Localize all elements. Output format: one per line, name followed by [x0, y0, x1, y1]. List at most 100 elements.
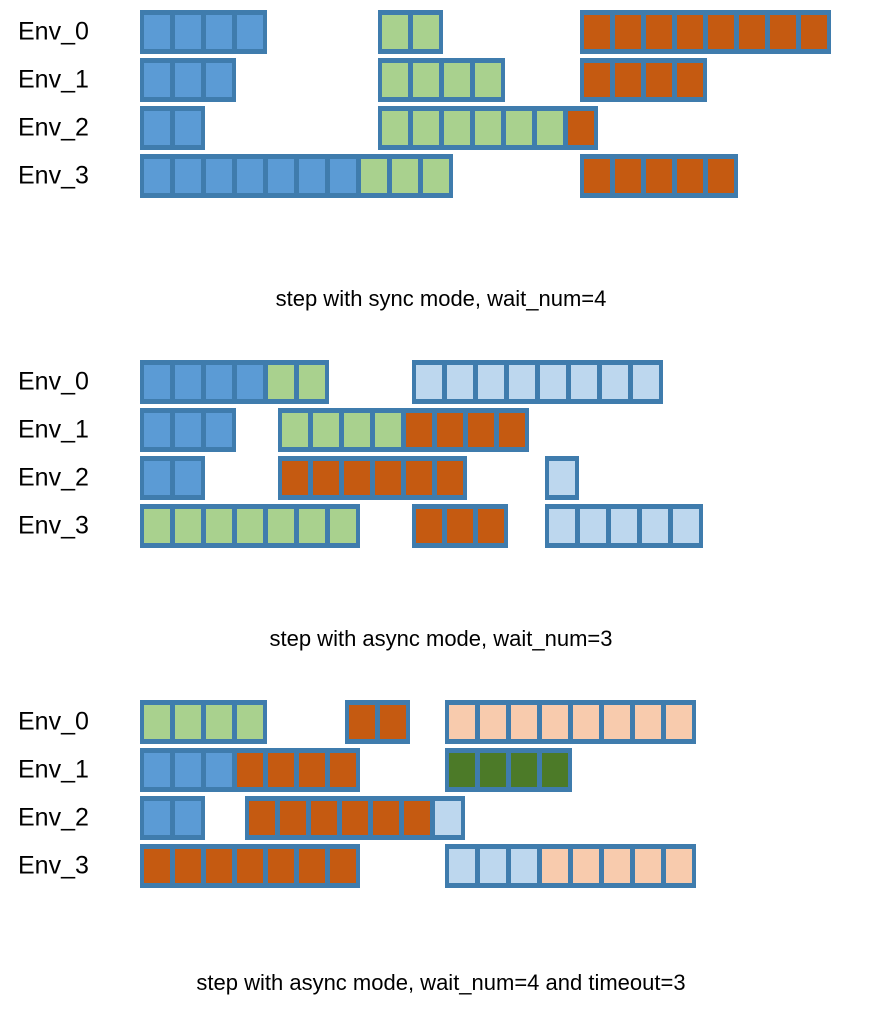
timeline-cell-blue: [144, 159, 170, 193]
timeline-cell-blue: [330, 159, 356, 193]
caption-panel-sync-wrap: step with sync mode, wait_num=4: [0, 288, 882, 310]
timeline-cell-green: [144, 509, 170, 543]
timeline-cell-green: [475, 111, 501, 145]
timeline-cell-dark-green: [511, 753, 537, 787]
env-row-label: Env_1: [18, 65, 89, 94]
env-row-track: [0, 56, 882, 104]
env-row-track: [0, 842, 882, 890]
env-row-label: Env_1: [18, 755, 89, 784]
timeline-cell-orange: [268, 849, 294, 883]
env-row: Env_3: [0, 152, 882, 200]
timeline-block: [580, 10, 831, 54]
timeline-cell-orange: [282, 461, 308, 495]
timeline-cell-orange: [739, 15, 765, 49]
timeline-cell-blue: [237, 159, 263, 193]
timeline-cell-light-blue: [447, 365, 473, 399]
timeline-block: [545, 456, 579, 500]
timeline-cell-blue: [175, 63, 201, 97]
timeline-cell-green: [361, 159, 387, 193]
timeline-cell-blue: [206, 365, 232, 399]
timeline-cell-orange: [437, 413, 463, 447]
timeline-cell-green: [423, 159, 449, 193]
timeline-cell-blue: [268, 159, 294, 193]
timeline-cell-orange: [330, 753, 356, 787]
timeline-cell-blue: [206, 159, 232, 193]
timeline-cell-light-blue: [449, 849, 475, 883]
timeline-cell-orange: [268, 753, 294, 787]
timeline-cell-light-blue: [673, 509, 699, 543]
timeline-cell-orange: [249, 801, 275, 835]
timeline-cell-blue: [144, 801, 170, 835]
env-row: Env_2: [0, 454, 882, 502]
timeline-cell-light-blue: [549, 509, 575, 543]
timeline-cell-blue: [175, 365, 201, 399]
timeline-cell-peach: [635, 705, 661, 739]
env-row-track: [0, 454, 882, 502]
timeline-block: [445, 844, 696, 888]
timeline-cell-green: [175, 705, 201, 739]
timeline-cell-orange: [175, 849, 201, 883]
timeline-cell-dark-green: [542, 753, 568, 787]
env-row: Env_0: [0, 358, 882, 406]
timeline-cell-blue: [175, 159, 201, 193]
timeline-cell-green: [506, 111, 532, 145]
timeline-cell-peach: [449, 705, 475, 739]
timeline-cell-orange: [349, 705, 375, 739]
timeline-cell-green: [313, 413, 339, 447]
timeline-cell-green: [382, 111, 408, 145]
timeline-cell-green: [237, 705, 263, 739]
timeline-cell-orange: [144, 849, 170, 883]
timeline-cell-light-blue: [480, 849, 506, 883]
timeline-cell-blue: [144, 753, 170, 787]
env-row-label: Env_3: [18, 161, 89, 190]
timeline-cell-orange: [416, 509, 442, 543]
timeline-cell-orange: [406, 413, 432, 447]
timeline-cell-green: [268, 509, 294, 543]
timeline-cell-light-blue: [642, 509, 668, 543]
timeline-cell-green: [413, 15, 439, 49]
timeline-cell-green: [299, 509, 325, 543]
timeline-cell-light-blue: [478, 365, 504, 399]
timeline-cell-orange: [615, 159, 641, 193]
timeline-cell-orange: [437, 461, 463, 495]
timeline-cell-blue: [144, 63, 170, 97]
timeline-block: [445, 748, 572, 792]
timeline-block: [140, 360, 329, 404]
timeline-cell-orange: [677, 15, 703, 49]
timeline-cell-light-blue: [602, 365, 628, 399]
env-row-label: Env_3: [18, 511, 89, 540]
caption-panel-async-wait4-timeout3-wrap: step with async mode, wait_num=4 and tim…: [0, 972, 882, 994]
timeline-cell-dark-green: [449, 753, 475, 787]
timeline-cell-light-blue: [416, 365, 442, 399]
timeline-cell-blue: [237, 15, 263, 49]
timeline-cell-green: [444, 63, 470, 97]
timeline-cell-orange: [406, 461, 432, 495]
timeline-cell-peach: [542, 849, 568, 883]
timeline-block: [140, 456, 205, 500]
timeline-cell-orange: [615, 15, 641, 49]
timeline-cell-peach: [666, 849, 692, 883]
timeline-cell-blue: [175, 461, 201, 495]
timeline-block: [445, 700, 696, 744]
timeline-cell-orange: [299, 753, 325, 787]
timeline-cell-blue: [206, 15, 232, 49]
env-row: Env_2: [0, 104, 882, 152]
env-row-label: Env_2: [18, 113, 89, 142]
timeline-block: [140, 106, 205, 150]
timeline-cell-orange: [478, 509, 504, 543]
env-row-label: Env_3: [18, 851, 89, 880]
timeline-cell-orange: [708, 159, 734, 193]
timeline-cell-orange: [708, 15, 734, 49]
caption-panel-async-wait4-timeout3: step with async mode, wait_num=4 and tim…: [196, 970, 686, 995]
timeline-cell-orange: [299, 849, 325, 883]
timeline-cell-blue: [144, 413, 170, 447]
timeline-cell-orange: [584, 15, 610, 49]
timeline-block: [580, 154, 738, 198]
timeline-cell-light-blue: [580, 509, 606, 543]
env-row-track: [0, 104, 882, 152]
timeline-block: [545, 504, 703, 548]
timeline-cell-orange: [646, 15, 672, 49]
caption-panel-async-wait3-wrap: step with async mode, wait_num=3: [0, 628, 882, 650]
